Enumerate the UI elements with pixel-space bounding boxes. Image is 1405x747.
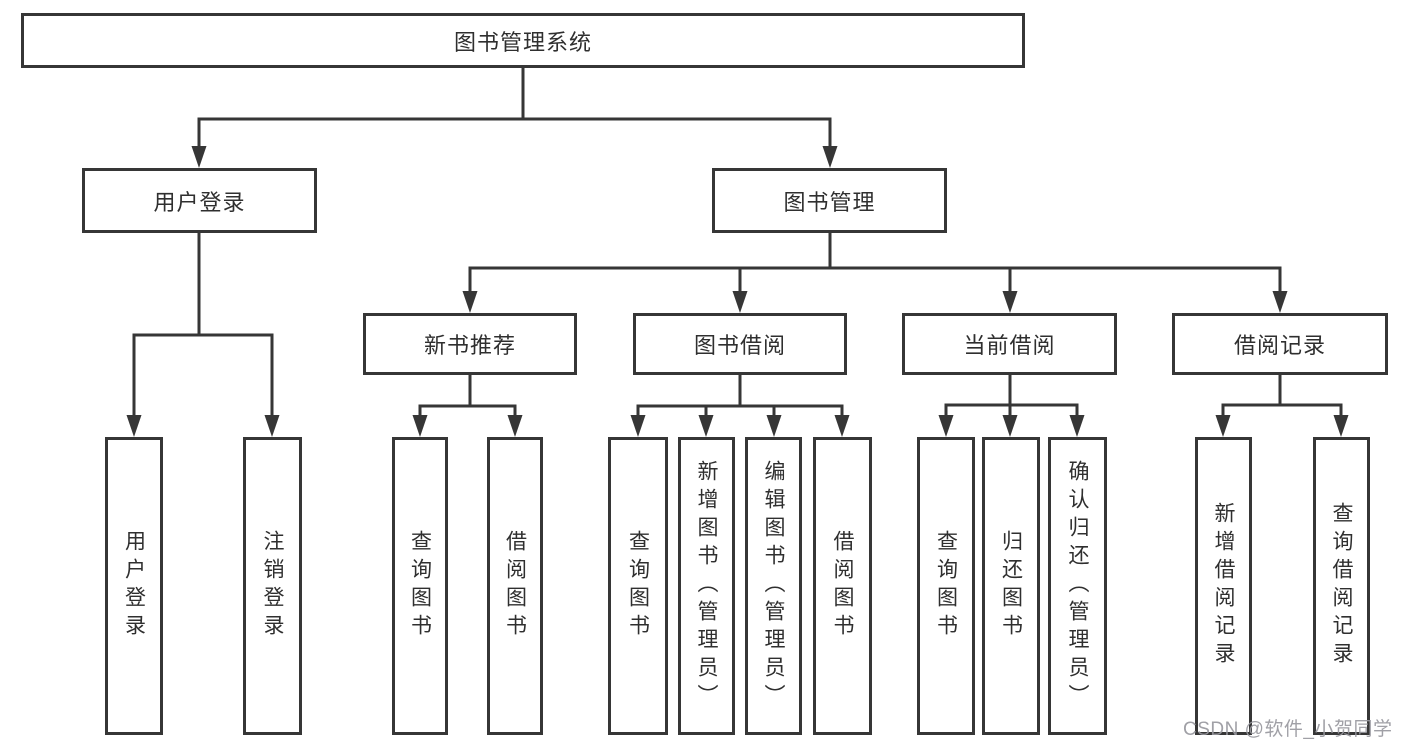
node-root-system: 图书管理系统 [21, 13, 1025, 68]
arrowheads [126, 146, 1349, 437]
leaf-bb-query-books: 查询图书 [608, 437, 668, 735]
leaf-label: 确认归还（管理员） [1066, 460, 1089, 712]
arrow-down-icon [1002, 415, 1018, 437]
leaf-rec-query-books: 查询图书 [392, 437, 448, 735]
node-new-book-recommend: 新书推荐 [363, 313, 577, 375]
leaf-label: 查询图书 [934, 530, 958, 642]
arrow-down-icon [1069, 415, 1085, 437]
leaf-cb-return-books: 归还图书 [982, 437, 1040, 735]
leaf-br-add-record: 新增借阅记录 [1195, 437, 1252, 735]
arrow-down-icon [1002, 291, 1018, 313]
leaf-bb-edit-books-admin: 编辑图书（管理员） [745, 437, 802, 735]
leaf-user-login: 用户登录 [105, 437, 163, 735]
arrow-down-icon [732, 291, 748, 313]
node-current-borrow: 当前借阅 [902, 313, 1117, 375]
arrow-down-icon [698, 415, 714, 437]
arrow-down-icon [834, 415, 850, 437]
arrow-down-icon [462, 291, 478, 313]
leaf-br-query-record: 查询借阅记录 [1313, 437, 1370, 735]
leaf-label: 新增图书（管理员） [695, 460, 718, 712]
arrow-down-icon [264, 415, 280, 437]
leaf-label: 归还图书 [999, 530, 1023, 642]
leaf-label: 编辑图书（管理员） [762, 460, 785, 712]
arrow-down-icon [822, 146, 838, 168]
arrow-down-icon [1333, 415, 1349, 437]
leaf-label: 注销登录 [261, 530, 284, 642]
csdn-watermark: CSDN @软件_小贺同学 [1183, 719, 1393, 740]
arrow-down-icon [1215, 415, 1231, 437]
leaf-cb-confirm-return-admin: 确认归还（管理员） [1048, 437, 1107, 735]
leaf-label: 新增借阅记录 [1212, 502, 1235, 670]
leaf-label: 查询图书 [626, 530, 650, 642]
leaf-label: 查询图书 [408, 530, 432, 642]
arrow-down-icon [507, 415, 523, 437]
leaf-label: 用户登录 [122, 530, 146, 642]
leaf-cb-query-books: 查询图书 [917, 437, 975, 735]
node-user-login: 用户登录 [82, 168, 317, 233]
leaf-logout: 注销登录 [243, 437, 302, 735]
leaf-bb-borrow-books: 借阅图书 [813, 437, 872, 735]
arrow-down-icon [412, 415, 428, 437]
node-book-management: 图书管理 [712, 168, 947, 233]
node-borrow-records: 借阅记录 [1172, 313, 1388, 375]
arrow-down-icon [630, 415, 646, 437]
arrow-down-icon [938, 415, 954, 437]
arrow-down-icon [191, 146, 207, 168]
node-book-borrow: 图书借阅 [633, 313, 847, 375]
arrow-down-icon [126, 415, 142, 437]
leaf-rec-borrow-books: 借阅图书 [487, 437, 543, 735]
leaf-label: 借阅图书 [831, 530, 854, 642]
arrow-down-icon [1272, 291, 1288, 313]
leaf-label: 查询借阅记录 [1330, 502, 1353, 670]
leaf-label: 借阅图书 [503, 530, 527, 642]
arrow-down-icon [766, 415, 782, 437]
leaf-bb-add-books-admin: 新增图书（管理员） [678, 437, 735, 735]
